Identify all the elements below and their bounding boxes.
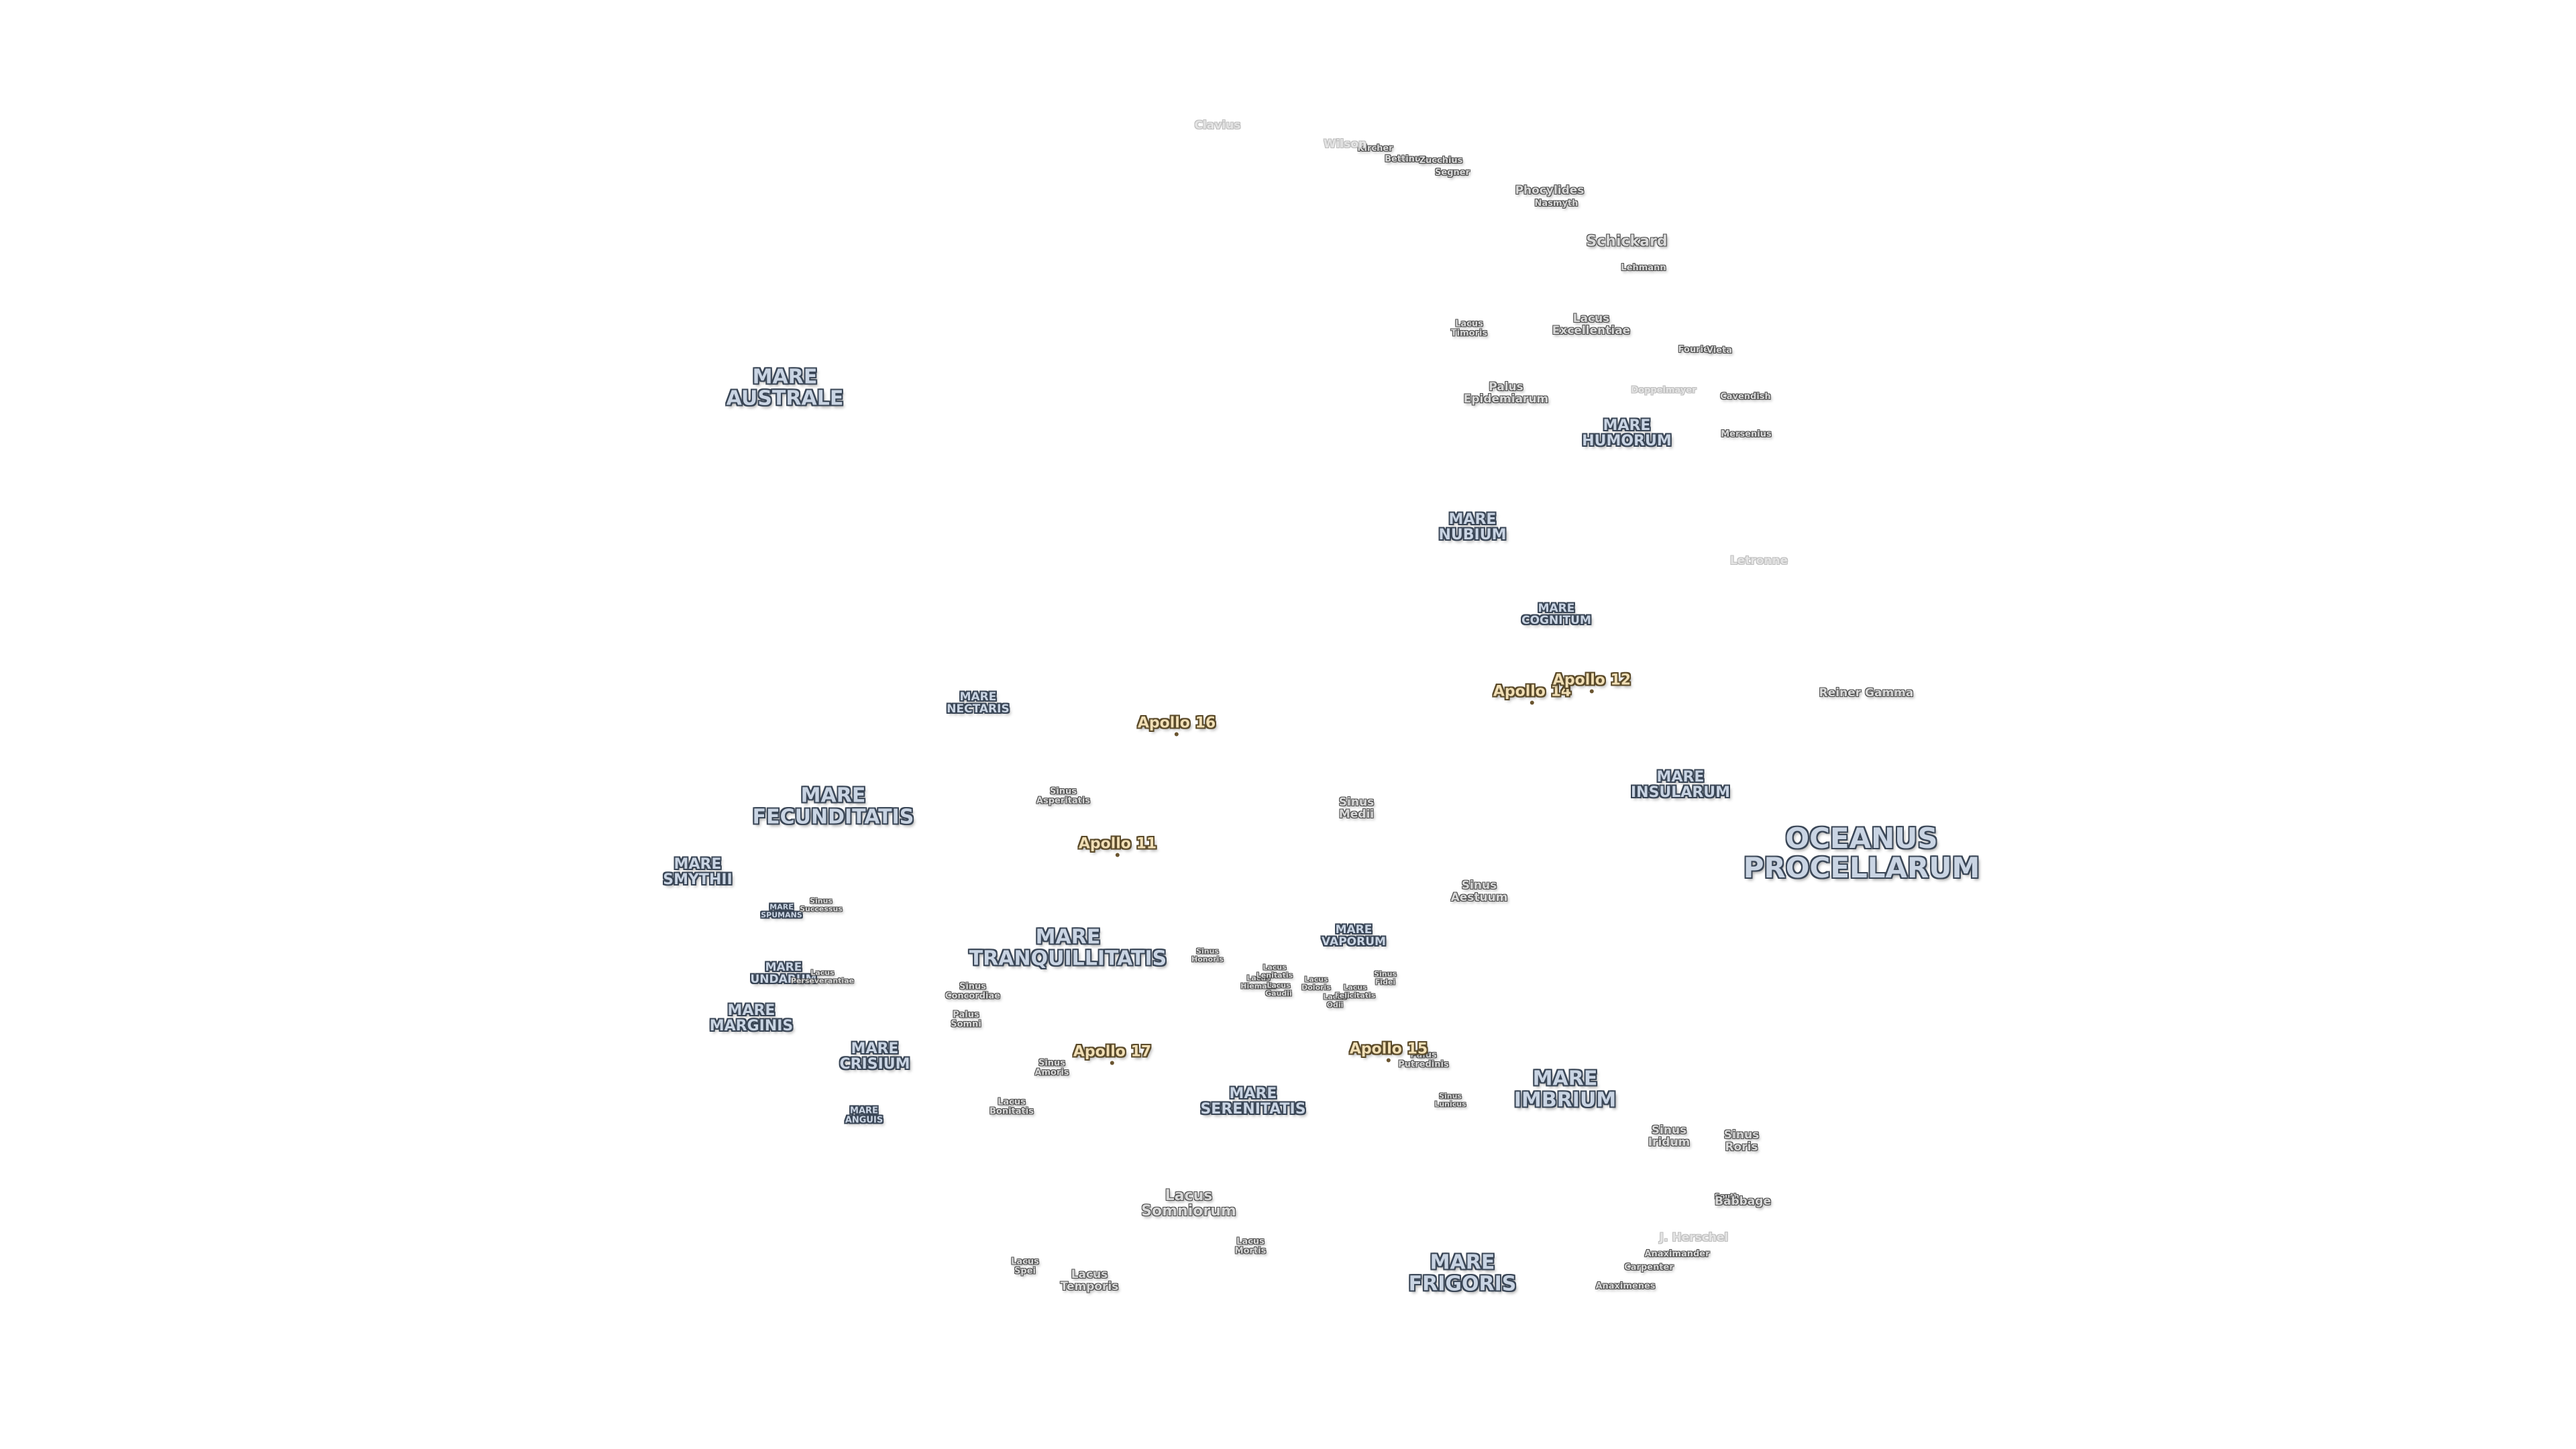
crater-label: Sinus Successus	[800, 896, 843, 913]
crater-label: Lacus Excellentiae	[1552, 312, 1631, 337]
crater-label: Babbage	[1715, 1195, 1771, 1209]
crater-label: Sinus Roris	[1723, 1128, 1760, 1154]
mare-label: MARE HUMORUM	[1582, 417, 1672, 449]
crater-label: Lehmann	[1621, 263, 1666, 274]
mare-label: MARE FECUNDITATIS	[752, 784, 914, 828]
crater-label: Nasmyth	[1534, 199, 1578, 209]
crater-label: Reiner Gamma	[1819, 686, 1914, 700]
mare-label: MARE IMBRIUM	[1513, 1067, 1617, 1112]
crater-label: Lacus Somniorum	[1141, 1187, 1236, 1220]
crater-label: Sinus Concordiae	[945, 981, 1001, 1001]
mare-label: MARE FRIGORIS	[1408, 1250, 1517, 1295]
mare-label: MARE NUBIUM	[1438, 511, 1507, 543]
crater-label: Palus Epidemiarum	[1463, 380, 1549, 406]
crater-label: Sinus Aestuum	[1450, 879, 1508, 904]
mare-label: MARE INSULARUM	[1630, 768, 1731, 801]
mare-label: MARE SPUMANS	[761, 902, 802, 919]
mare-label: MARE SMYTHII	[663, 855, 733, 888]
crater-label: Sinus Medii	[1338, 796, 1375, 821]
mare-label: MARE SERENITATIS	[1200, 1085, 1306, 1118]
crater-label: Lacus Hiemalis	[1240, 973, 1277, 990]
faint-crater-label: Wilson	[1323, 138, 1367, 151]
crater-label: Zucchius	[1419, 156, 1463, 166]
mare-label: MARE ANGUIS	[845, 1106, 883, 1125]
ocean-label: OCEANUS PROCELLARUM	[1743, 821, 1980, 884]
apollo-site-marker[interactable]: Apollo 14	[1493, 683, 1572, 705]
crater-label: Anaximenes	[1595, 1281, 1656, 1292]
crater-label: Sinus Iridum	[1648, 1124, 1690, 1149]
crater-label: Sinus Asperitatis	[1036, 786, 1091, 806]
crater-label: Sinus Fidei	[1374, 969, 1397, 986]
crater-label: Lacus Gaudii	[1265, 981, 1292, 998]
apollo-site-marker[interactable]: Apollo 16	[1137, 714, 1216, 737]
crater-label: Vieta	[1706, 345, 1733, 356]
crater-label: Segner	[1435, 168, 1470, 178]
faint-crater-label: J. Herschel	[1659, 1231, 1729, 1244]
crater-label: Schickard	[1586, 233, 1668, 250]
crater-label: Kircher	[1357, 144, 1393, 154]
apollo-site-marker[interactable]: Apollo 11	[1078, 835, 1157, 857]
crater-label: Cavendish	[1720, 392, 1771, 402]
faint-crater-label: Letronne	[1729, 554, 1788, 568]
crater-label: Lacus Bonitatis	[989, 1097, 1034, 1116]
crater-label: Bettinus	[1385, 154, 1426, 165]
crater-label: Anaximander	[1644, 1249, 1710, 1260]
crater-label: Lacus Perseverantiae	[790, 968, 855, 985]
crater-label: Lacus Doloris	[1301, 975, 1331, 991]
crater-label: Sinus Amoris	[1034, 1058, 1069, 1077]
mare-label: MARE CRISIUM	[839, 1040, 910, 1073]
crater-label: Lacus Odii	[1323, 992, 1347, 1009]
crater-label: Palus Somni	[951, 1010, 981, 1029]
apollo-site-marker[interactable]: Apollo 17	[1073, 1043, 1152, 1065]
crater-label: Carpenter	[1624, 1263, 1674, 1273]
mare-label: MARE VAPORUM	[1322, 923, 1386, 949]
mare-label: MARE MARGINIS	[709, 1002, 794, 1034]
crater-label: Lacus Temporis	[1060, 1268, 1119, 1293]
crater-label: Lacus Mortis	[1234, 1236, 1267, 1256]
faint-crater-label: Clavius	[1194, 119, 1241, 132]
apollo-site-marker[interactable]: Apollo 12	[1552, 672, 1631, 694]
crater-label: Palus Putredinis	[1398, 1050, 1449, 1069]
mare-label: MARE AUSTRALE	[726, 365, 844, 410]
crater-label: Lacus Spei	[1011, 1256, 1039, 1276]
crater-label: Lacus Lenitatis	[1256, 963, 1293, 979]
mare-label: MARE NECTARIS	[947, 690, 1010, 716]
faint-crater-label: Doppelmayer	[1631, 385, 1697, 396]
crater-label: Mersenius	[1721, 429, 1772, 440]
mare-label: MARE UNDARUM	[750, 961, 817, 986]
apollo-site-marker[interactable]: Apollo 15	[1349, 1040, 1428, 1063]
crater-label: Sinus Honoris	[1191, 947, 1224, 963]
crater-label: Lacus Felicitatis	[1334, 983, 1376, 1000]
mare-label: MARE COGNITUM	[1521, 602, 1591, 627]
crater-label: Fourier	[1678, 345, 1714, 356]
mare-label: MARE TRANQUILLITATIS	[969, 925, 1167, 970]
crater-label: Lacus Timoris	[1450, 319, 1488, 338]
crater-label: Sinus Lunicus	[1434, 1091, 1466, 1108]
crater-label: Phocylides	[1515, 184, 1585, 198]
crater-label: South	[1714, 1192, 1739, 1201]
